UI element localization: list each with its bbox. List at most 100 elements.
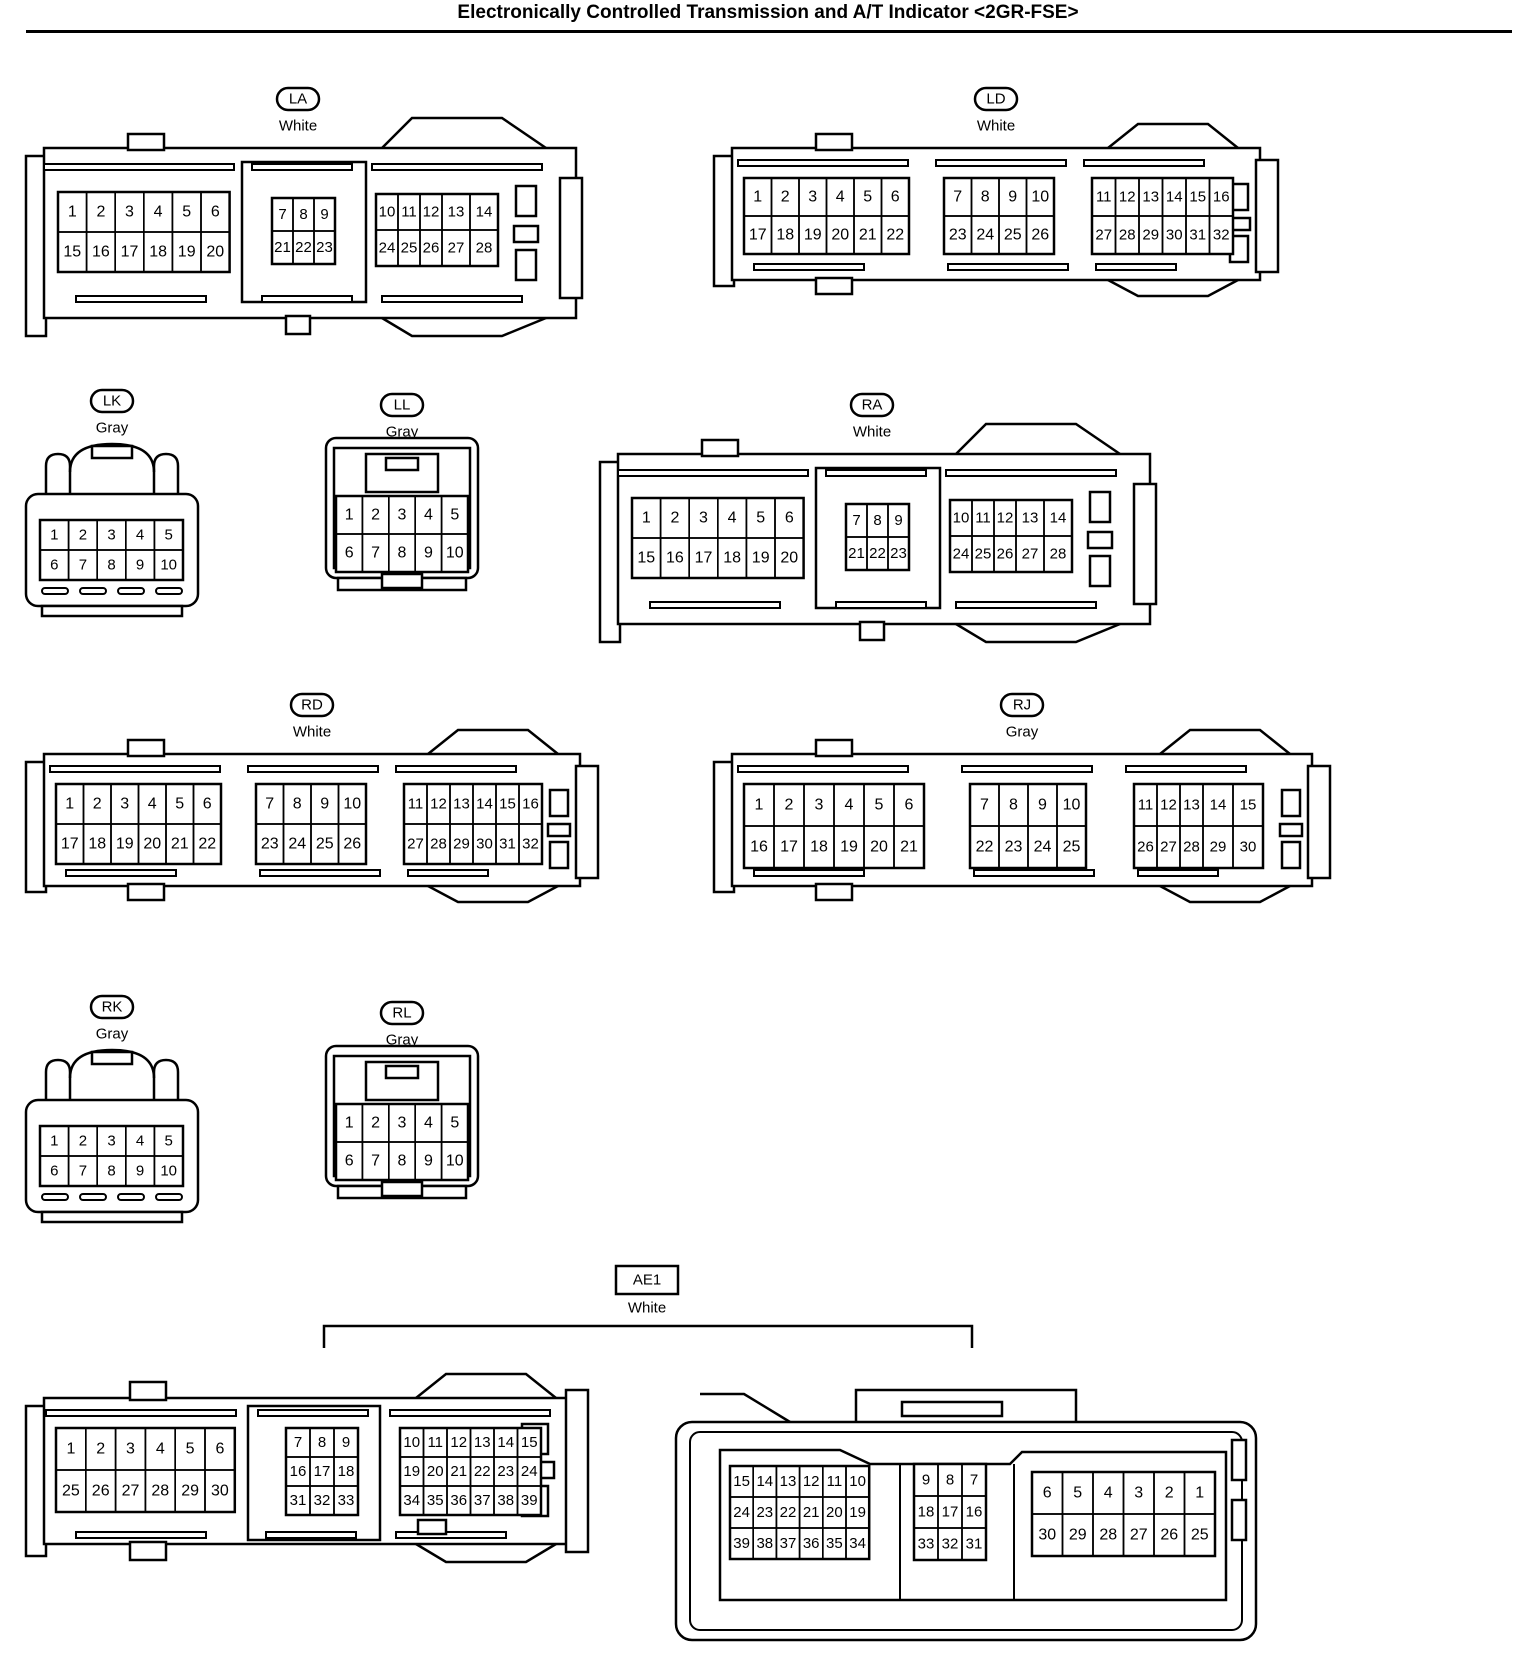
pin-number: 2 <box>371 507 380 524</box>
latch-slot-bottom <box>381 295 523 303</box>
latch-slot <box>155 587 183 595</box>
pin-number: 4 <box>1104 1485 1113 1502</box>
pin-number: 28 <box>1050 546 1067 563</box>
connector-code: RK <box>102 999 123 1016</box>
connector-code-badge <box>379 392 425 418</box>
pin-number: 3 <box>107 1133 115 1150</box>
pin-number: 25 <box>1063 839 1081 856</box>
latch-slot-top <box>961 765 1093 773</box>
pin-number: 10 <box>160 1163 177 1180</box>
pin-number: 23 <box>756 1504 773 1521</box>
latch-slot-bottom <box>75 295 207 303</box>
pin-number: 26 <box>92 1483 110 1500</box>
pin-number: 28 <box>430 836 447 853</box>
pin-number: 27 <box>448 240 465 257</box>
pin-block <box>284 1426 360 1517</box>
pin-number: 2 <box>371 1115 380 1132</box>
housing-latch-bottom <box>1107 278 1239 298</box>
housing-bottom-key <box>128 1540 168 1562</box>
latch-slot-bottom <box>955 601 1097 609</box>
pin-cell <box>153 1155 184 1187</box>
lock-bridge <box>68 1048 156 1079</box>
side-window <box>1278 822 1304 838</box>
pin-number: 21 <box>274 239 291 256</box>
latch-slot-bottom <box>259 869 381 877</box>
side-window <box>1280 840 1302 870</box>
pin-number: 10 <box>379 204 396 221</box>
pin-number: 7 <box>852 512 860 529</box>
pin-number: 16 <box>750 839 768 856</box>
connector-code: RD <box>301 697 323 714</box>
pin-number: 20 <box>780 550 798 567</box>
pin-number: 3 <box>1134 1485 1143 1502</box>
pin-number: 22 <box>474 1463 491 1480</box>
pin-number: 18 <box>723 550 741 567</box>
housing-latch-top <box>955 422 1121 456</box>
pin-number: 17 <box>780 839 798 856</box>
pin-cell <box>204 1469 236 1513</box>
pin-number: 39 <box>733 1535 750 1552</box>
pin-number: 17 <box>61 836 79 853</box>
housing-cavity <box>718 1448 1228 1602</box>
pin-number: 2 <box>96 1441 105 1458</box>
pin-cell <box>1232 825 1264 869</box>
connector-color-label: White <box>977 118 1015 135</box>
pin-number: 8 <box>1009 797 1018 814</box>
housing-bottom-key <box>814 882 854 902</box>
pin-number: 4 <box>424 1115 433 1132</box>
pin-number: 5 <box>175 796 184 813</box>
pin-number: 19 <box>403 1463 420 1480</box>
housing-right-flange <box>564 1388 590 1554</box>
pin-number: 25 <box>1191 1527 1209 1544</box>
side-window <box>416 1518 448 1536</box>
pin-number: 30 <box>1166 227 1183 244</box>
housing-right-flange <box>1132 482 1158 606</box>
connector-code-badge <box>973 86 1019 112</box>
pin-number: 4 <box>424 507 433 524</box>
pin-number: 20 <box>826 1504 843 1521</box>
lock-arm-right <box>152 1058 180 1100</box>
lock-bridge <box>68 442 156 473</box>
pin-number: 6 <box>345 545 354 562</box>
pin-number: 10 <box>343 796 361 813</box>
housing-latch-bottom <box>381 316 547 338</box>
pin-number: 1 <box>65 796 74 813</box>
pin-number: 5 <box>165 1133 173 1150</box>
pin-number: 20 <box>206 244 224 261</box>
connector-code-box <box>614 1264 680 1296</box>
latch-slot-bottom <box>395 1531 507 1539</box>
side-window <box>1086 530 1114 550</box>
pin-number: 6 <box>50 1163 58 1180</box>
pin-number: 24 <box>976 227 994 244</box>
pin-number: 10 <box>160 557 177 574</box>
housing-latch-bottom <box>955 622 1121 644</box>
housing-top-key <box>126 132 166 152</box>
pin-number: 4 <box>148 796 157 813</box>
pin-number: 8 <box>398 1153 407 1170</box>
pin-number: 8 <box>107 557 115 574</box>
pin-number: 24 <box>733 1504 750 1521</box>
pin-number: 5 <box>186 1441 195 1458</box>
pin-number: 18 <box>918 1504 935 1521</box>
connector-color-label: Gray <box>1006 724 1039 741</box>
pin-number: 27 <box>1095 227 1112 244</box>
housing-top-key <box>128 1380 168 1402</box>
pin-number: 4 <box>845 797 854 814</box>
connector-code-badge <box>379 1000 425 1026</box>
side-window <box>548 840 570 870</box>
pin-number: 16 <box>966 1504 983 1521</box>
latch-slot-bottom <box>649 601 781 609</box>
pin-number: 27 <box>407 836 424 853</box>
pin-number: 9 <box>1038 797 1047 814</box>
pin-number: 1 <box>345 1115 354 1132</box>
pin-number: 23 <box>949 227 967 244</box>
pin-number: 8 <box>107 1163 115 1180</box>
pin-cell <box>845 1527 871 1560</box>
pin-number: 23 <box>261 836 279 853</box>
lock-arm-left <box>44 452 72 494</box>
connector-code: AE1 <box>633 1272 661 1289</box>
pin-number: 1 <box>1195 1485 1204 1502</box>
pin-number: 19 <box>752 550 770 567</box>
pin-number: 7 <box>371 545 380 562</box>
